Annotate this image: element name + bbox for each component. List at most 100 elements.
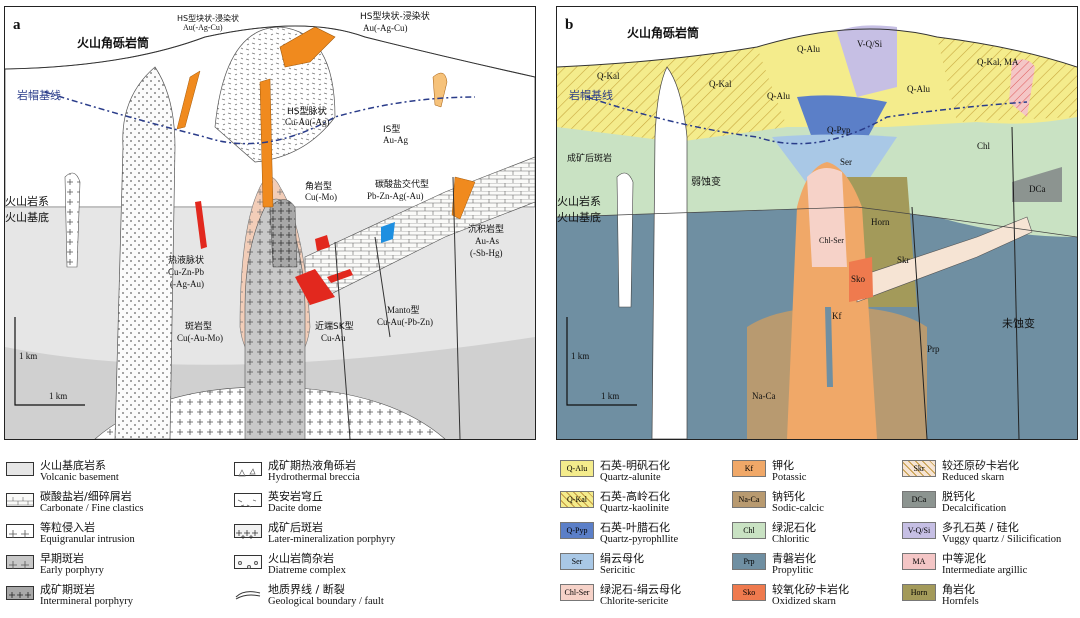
skarn-reduced (856, 216, 1033, 303)
potassic-zone (787, 162, 877, 439)
label-b-qkal-2: Q-Kal (709, 79, 732, 89)
panel-a: a 火山角砾岩筒 HS型块状-浸染状 Au(-Ag-Cu) HS型块状-浸染状 … (4, 6, 536, 440)
label-hydro-vein: 热液脉状 (168, 254, 204, 266)
label-b-volc-basement: 火山基底 (557, 210, 601, 224)
label-b-volc-series: 火山岩系 (557, 194, 601, 208)
legend-b-swatch: MA (902, 553, 936, 570)
label-porphyry-type: 斑岩型 (185, 320, 212, 332)
legend-b-swatch: Q-Pyp (560, 522, 594, 539)
legend-b-swatch: Sko (732, 584, 766, 601)
label-b-qalu-2: Q-Alu (767, 91, 790, 101)
label-b-qalu-3: Q-Alu (907, 84, 930, 94)
label-volcanic-basement: 火山基底 (5, 210, 49, 224)
panel-a-diagram: a 火山角砾岩筒 HS型块状-浸染状 Au(-Ag-Cu) HS型块状-浸染状 … (5, 7, 535, 439)
label-b-qkal-1: Q-Kal (597, 71, 620, 81)
label-proximal-sk: 近端SK型 (315, 320, 354, 332)
label-b-qalu-1: Q-Alu (797, 44, 820, 54)
scale-h-b: 1 km (601, 391, 619, 401)
label-breccia-pipe: 火山角砾岩筒 (77, 35, 149, 50)
label-hs-diss-1: HS型块状-浸染状 (177, 13, 239, 23)
label-b-prp: Prp (927, 344, 940, 354)
label-b-weak-alt: 弱蚀变 (691, 175, 721, 188)
label-b-skr: Skr (897, 255, 910, 265)
label-carbonate-repl: 碳酸盐交代型 (375, 178, 429, 190)
label-hs-vein: HS型脉状 (287, 105, 326, 117)
legend-b-swatch: Prp (732, 553, 766, 570)
panel-b-letter: b (565, 17, 573, 33)
label-b-naca: Na-Ca (752, 391, 776, 401)
legend-b-swatch: Chl-Ser (560, 584, 594, 601)
label-volcanic-series: 火山岩系 (5, 194, 49, 208)
label-b-qpyp: Q-Pyp (827, 125, 851, 135)
legend-b-swatch: Kf (732, 460, 766, 477)
label-b-chl-ser: Chl-Ser (819, 236, 844, 245)
vuggy-silica-zone (837, 25, 897, 98)
scale-bar-a (14, 317, 85, 406)
label-is-type: IS型 (383, 124, 400, 135)
label-proximal-sk-en: Cu-Au (321, 333, 346, 343)
label-b-ser: Ser (840, 157, 852, 167)
label-b-lithocap: 岩帽基线 (569, 88, 613, 102)
label-breccia-type-en: Cu(-Mo) (305, 192, 337, 202)
skarn-oxidized (849, 257, 873, 302)
label-b-sko: Sko (851, 274, 866, 284)
label-b-dca: DCa (1029, 184, 1046, 194)
scale-v-a: 1 km (19, 351, 37, 361)
label-is-type-en: Au-Ag (383, 135, 408, 145)
label-breccia-type: 角岩型 (305, 180, 332, 192)
label-hs-vein-en: Cu-Au(-Ag) (285, 117, 330, 127)
legend-b-swatch: Horn (902, 584, 936, 601)
legend-b-swatch: Na-Ca (732, 491, 766, 508)
label-manto-type-en1: Cu-Au(-Pb-Zn) (377, 317, 433, 327)
label-b-unaltered: 未蚀变 (1002, 316, 1035, 330)
label-sediment-type: 沉积岩型 (468, 223, 504, 235)
label-b-horn: Horn (871, 217, 890, 227)
label-sediment-type-en2: (-Sb-Hg) (470, 248, 503, 258)
label-carbonate-repl-en: Pb-Zn-Ag(-Au) (367, 191, 424, 201)
label-hs-diss-2: HS型块状-浸染状 (360, 10, 430, 22)
label-lithocap: 岩帽基线 (17, 88, 61, 102)
panel-a-letter: a (13, 17, 21, 33)
legend-b-swatch: Q-Alu (560, 460, 594, 477)
panel-b-diagram: b 火山角砾岩筒 Q-Kal Q-Kal Q-Alu Q-Alu Q-Alu V… (557, 7, 1077, 439)
label-hydro-vein-en1: Cu-Zn-Pb (168, 267, 205, 277)
label-hs-diss-1-en: Au(-Ag-Cu) (183, 23, 223, 32)
lithocap-base-line (44, 91, 476, 145)
label-b-breccia-pipe: 火山角砾岩筒 (627, 25, 699, 40)
legend-b-swatch: Ser (560, 553, 594, 570)
panel-b: b 火山角砾岩筒 Q-Kal Q-Kal Q-Alu Q-Alu Q-Alu V… (556, 6, 1078, 440)
legend-b-swatch: V-Q/Si (902, 522, 936, 539)
label-b-post-porphyry: 成矿后斑岩 (567, 152, 612, 164)
decalcification-zone (1012, 167, 1062, 202)
legend-b-swatch: Chl (732, 522, 766, 539)
breccia-pipe (114, 66, 176, 439)
label-hs-diss-2-en: Au(-Ag-Cu) (363, 23, 408, 33)
label-sediment-type-en1: Au-As (475, 236, 499, 246)
label-manto-type: Manto型 (387, 305, 420, 315)
